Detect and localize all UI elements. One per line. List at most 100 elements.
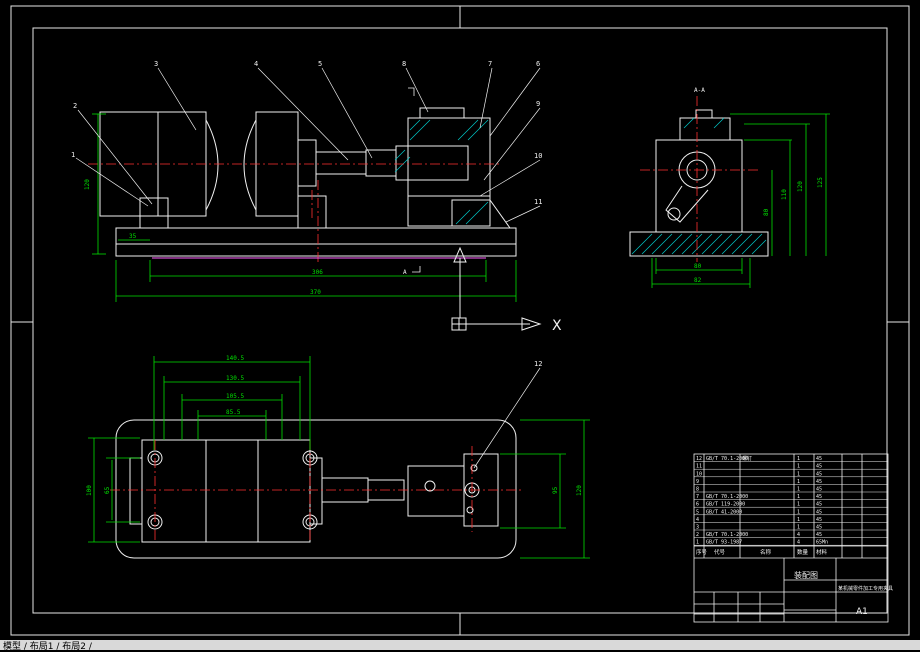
parts-cell: 7 [696,494,699,500]
parts-cell: 4 [797,532,800,538]
dim-top-d2: 130.5 [226,375,244,382]
parts-cell: 8 [696,487,699,493]
parts-cell: 1 [797,525,800,531]
parts-cell: 9 [696,479,699,485]
parts-cell: 45 [816,471,822,477]
side-base-plate [629,231,769,257]
parts-cell: 螺钉 [742,455,752,462]
centering-marks [11,6,909,635]
dim-top-right-inner: 95 [552,486,559,494]
sheet-outer-frame [10,5,910,636]
balloon-10: 10 [534,152,542,160]
side-view[interactable] [655,109,743,233]
parts-cell: 1 [797,456,800,462]
balloon-12: 12 [534,360,542,368]
header-no: 序号 [696,548,708,556]
leader-lines [75,67,541,469]
dim-side-h2: 110 [781,189,788,200]
parts-cell: 1 [797,494,800,500]
side-dimensions [651,113,830,288]
parts-cell: 1 [797,479,800,485]
balloon-8: 8 [402,60,406,68]
balloon-11: 11 [534,198,542,206]
parts-cell: 45 [816,487,822,493]
parts-cell: 45 [816,517,822,523]
parts-cell: 45 [816,479,822,485]
balloon-4: 4 [254,60,258,68]
top-dim-texts: 140.5 130.5 105.5 85.5 100 65 95 120 [86,355,583,496]
header-code: 代号 [714,548,726,556]
parts-cell: GB/T 70.1-2000 [706,456,748,462]
dim-side-width-inner: 80 [694,263,702,270]
top-view[interactable] [115,419,517,559]
parts-cell: 1 [797,509,800,515]
parts-cell: 45 [816,456,822,462]
front-centerlines [88,163,500,262]
parts-cell: 10 [696,471,702,477]
parts-cell: 1 [797,517,800,523]
section-arrow [408,87,421,273]
side-hatch [631,117,767,255]
balloon-7: 7 [488,60,492,68]
dim-top-d1: 140.5 [226,355,244,362]
dim-side-h4: 125 [817,177,824,188]
top-dimensions [88,356,590,559]
balloon-labels: 1 2 3 4 5 8 7 6 9 10 11 12 [71,60,542,368]
dim-top-right-outer: 120 [576,485,583,496]
company-line: 某机械零件加工专用夹具 [838,585,893,592]
layout-tabs[interactable]: 模型 / 布局1 / 布局2 / [3,642,92,652]
parts-cell: 1 [797,471,800,477]
dim-side-width-outer: 82 [694,277,702,284]
balloon-5: 5 [318,60,322,68]
parts-cell: 45 [816,464,822,470]
title-block[interactable] [693,453,889,623]
parts-cell: 5 [696,509,699,515]
drawing-title: 装配图 [794,570,818,580]
dim-side-h3: 120 [797,181,804,192]
parts-cell: 4 [797,540,800,546]
balloon-1: 1 [71,151,75,159]
section-arrow-label: A [403,269,407,276]
header-name: 名称 [760,548,772,556]
side-dim-texts: 80 82 80 110 120 125 [694,177,824,284]
front-view[interactable] [99,107,517,257]
balloon-9: 9 [536,100,540,108]
parts-cell: 1 [797,464,800,470]
parts-cell: 45 [816,502,822,508]
front-dim-texts: 120 35 306 370 [84,179,323,296]
dim-front-height: 120 [84,179,91,190]
dim-side-h1: 80 [763,208,770,216]
parts-cell: 2 [696,532,699,538]
sheet-size: A1 [856,607,868,617]
ucs-icon [451,246,542,331]
parts-cell: GB/T 41-2000 [706,509,742,515]
balloon-6: 6 [536,60,540,68]
parts-cell: 45 [816,494,822,500]
parts-cell: 6 [696,502,699,508]
dim-front-overall: 370 [310,289,321,296]
top-centerlines [110,440,522,540]
parts-cell: GB/T 119-2000 [706,502,745,508]
dim-top-left-outer: 100 [86,485,93,496]
section-view-label: A-A [694,87,705,94]
parts-cell: GB/T 93-1987 [706,540,742,546]
dim-top-left-inner: 65 [104,486,111,494]
parts-cell: 1 [696,540,699,546]
front-dimensions [92,113,517,302]
parts-cell: GB/T 70.1-2000 [706,532,748,538]
status-bar[interactable]: 模型 / 布局1 / 布局2 / [0,640,920,652]
side-centerlines [640,96,760,262]
parts-header-row: 序号 代号 名称 数量 材料 [696,548,828,556]
balloon-2: 2 [73,102,77,110]
dim-front-inner: 306 [312,269,323,276]
parts-cell: 45 [816,509,822,515]
front-hatch [394,119,489,225]
dim-front-base-offset: 35 [129,233,137,240]
parts-cell: 4 [696,517,699,523]
header-qty: 数量 [797,548,809,556]
dim-top-d4: 85.5 [226,409,241,416]
parts-cell: 45 [816,525,822,531]
parts-cell: 1 [797,487,800,493]
